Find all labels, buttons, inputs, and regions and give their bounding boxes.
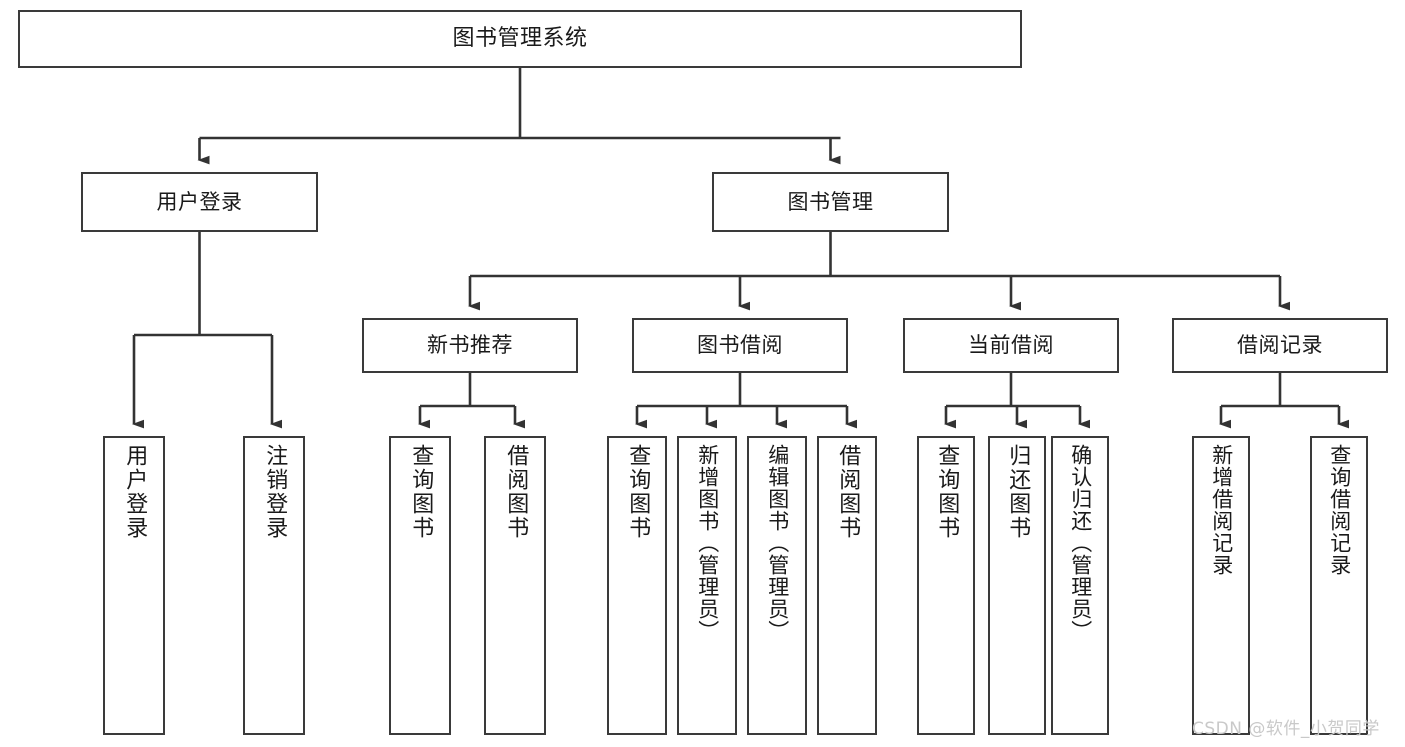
node-leaf-add-record[interactable]: 新增借阅记录 [1192,436,1250,735]
node-root-system[interactable]: 图书管理系统 [18,10,1022,68]
node-borrow-record-label: 借阅记录 [1237,333,1323,358]
node-leaf-return-book-label: 归还图书 [1005,444,1031,540]
node-new-book-rec-label: 新书推荐 [427,333,513,358]
node-user-login-label: 用户登录 [156,189,243,214]
node-leaf-user-logout[interactable]: 注销登录 [243,436,305,735]
node-leaf-borrow-book-2[interactable]: 借阅图书 [817,436,877,735]
node-leaf-query-book-2-label: 查询图书 [625,444,651,540]
node-user-login[interactable]: 用户登录 [81,172,318,232]
node-leaf-edit-book-label: 编辑图书（管理员） [765,444,790,642]
node-leaf-borrow-book-1-label: 借阅图书 [503,444,529,540]
node-leaf-borrow-book-2-label: 借阅图书 [835,444,861,540]
node-leaf-user-logout-label: 注销登录 [262,444,288,540]
node-current-borrow[interactable]: 当前借阅 [903,318,1119,373]
node-leaf-query-record-label: 查询借阅记录 [1327,444,1352,576]
node-leaf-add-book[interactable]: 新增图书（管理员） [677,436,737,735]
node-borrow-record[interactable]: 借阅记录 [1172,318,1388,373]
node-leaf-query-book-3[interactable]: 查询图书 [917,436,975,735]
node-root-system-label: 图书管理系统 [452,26,588,52]
node-leaf-query-book-3-label: 查询图书 [934,444,960,540]
node-leaf-confirm-return[interactable]: 确认归还（管理员） [1051,436,1109,735]
node-leaf-query-book-2[interactable]: 查询图书 [607,436,667,735]
node-book-manage[interactable]: 图书管理 [712,172,949,232]
node-book-borrow[interactable]: 图书借阅 [632,318,848,373]
node-leaf-query-record[interactable]: 查询借阅记录 [1310,436,1368,735]
node-leaf-borrow-book-1[interactable]: 借阅图书 [484,436,546,735]
node-leaf-add-record-label: 新增借阅记录 [1209,444,1234,576]
node-leaf-query-book-1-label: 查询图书 [408,444,434,540]
node-leaf-return-book[interactable]: 归还图书 [988,436,1046,735]
csdn-watermark: CSDN @软件_小贺同学 [1192,719,1380,739]
node-leaf-edit-book[interactable]: 编辑图书（管理员） [747,436,807,735]
node-new-book-rec[interactable]: 新书推荐 [362,318,578,373]
node-leaf-user-login[interactable]: 用户登录 [103,436,165,735]
node-leaf-add-book-label: 新增图书（管理员） [695,444,720,642]
node-book-borrow-label: 图书借阅 [697,333,783,358]
node-book-manage-label: 图书管理 [787,189,874,214]
node-leaf-user-login-label: 用户登录 [122,444,148,540]
node-leaf-query-book-1[interactable]: 查询图书 [389,436,451,735]
node-leaf-confirm-return-label: 确认归还（管理员） [1068,444,1093,642]
node-current-borrow-label: 当前借阅 [968,333,1054,358]
